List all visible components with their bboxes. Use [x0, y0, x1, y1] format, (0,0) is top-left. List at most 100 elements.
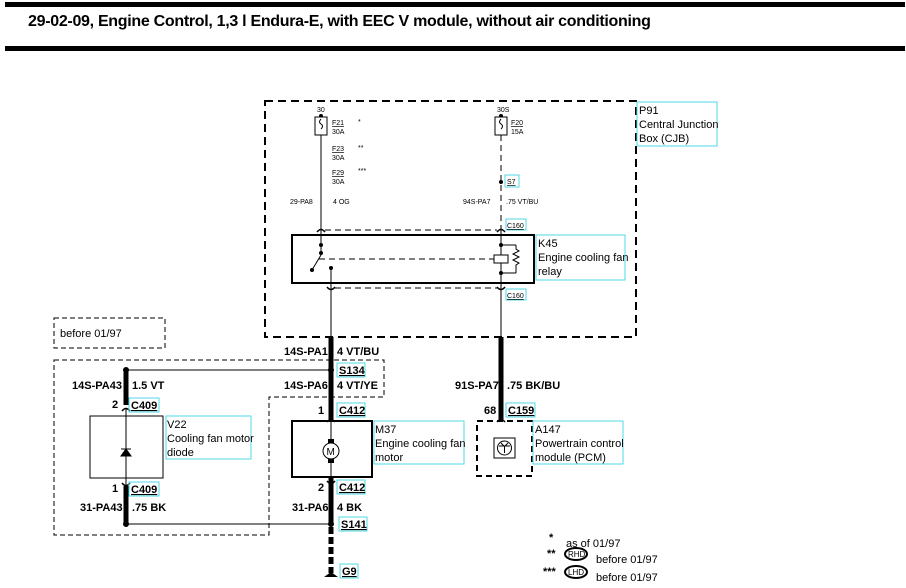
wire-14spa6-spec: 4 VT/YE	[337, 380, 378, 392]
connector-c409-bottom-pin: 1	[112, 483, 118, 495]
fuse-f29-rating: 30A	[332, 179, 345, 186]
motor-m37-line1: Engine cooling fan	[375, 438, 466, 450]
connector-c412-top-pin: 1	[318, 405, 324, 417]
terminal-30s-label: 30S	[497, 107, 510, 114]
wire-29pa8-spec: 4 OG	[333, 199, 350, 206]
fuse-f21-rating: 30A	[332, 129, 345, 136]
motor-m37-id: M37	[375, 424, 396, 436]
connector-c412-top-label: C412	[339, 405, 365, 417]
legend-text-3: before 01/97	[596, 572, 658, 584]
motor-icon	[322, 442, 340, 460]
pcm-a147-id: A147	[535, 424, 561, 436]
fuse-f23-note: **	[358, 145, 364, 152]
top-rule	[5, 2, 905, 7]
motor-m37-line2: motor	[375, 452, 403, 464]
variant-box-label: before 01/97	[60, 328, 122, 340]
p91-line1: Central Junction	[639, 119, 719, 131]
legend-text-2: before 01/97	[596, 554, 658, 566]
legend-badge-2: RHD	[568, 550, 586, 559]
connector-c159-box[interactable]	[505, 402, 536, 418]
fuse-f23-name: F23	[332, 146, 344, 153]
wire-29pa8-circuit: 29-PA8	[290, 199, 313, 206]
diode-v22-label-box[interactable]	[165, 415, 252, 460]
transistor-icon	[497, 440, 512, 456]
connector-c160-top-box[interactable]	[505, 218, 527, 231]
wire-14spa6-circuit: 14S-PA6	[284, 380, 328, 392]
connector-c160-top-label: C160	[507, 223, 524, 230]
relay-k45-label-box[interactable]	[535, 234, 626, 281]
wire-94spa7-spec: .75 VT/BU	[506, 199, 538, 206]
fuse-f29-note: ***	[358, 168, 366, 175]
connector-c412-bottom-pin: 2	[318, 482, 324, 494]
diode-v22-line2: diode	[167, 447, 194, 459]
connector-c412-bottom-box[interactable]	[336, 479, 366, 495]
wire-31pa6-spec: 4 BK	[337, 502, 362, 514]
legend-badge-3: LHD	[568, 568, 584, 577]
splice-s141-box[interactable]	[338, 516, 368, 532]
connector-c409-bottom-box[interactable]	[128, 481, 160, 497]
splice-s134-box[interactable]	[336, 362, 366, 378]
fuse-f21-name: F21	[332, 120, 344, 127]
legend-mark-1: *	[549, 532, 554, 544]
diode-v22-id: V22	[167, 419, 187, 431]
fuse-f29-name: F29	[332, 170, 344, 177]
splice-s134-label: S134	[339, 365, 366, 377]
legend-mark-3: ***	[543, 566, 557, 578]
motor-m37-label-box[interactable]	[373, 420, 465, 465]
connector-c412-bottom-label: C412	[339, 482, 365, 494]
relay-k45-line1: Engine cooling fan	[538, 252, 629, 264]
diode-v22-line1: Cooling fan motor	[167, 433, 254, 445]
wire-94spa7-circuit: 94S-PA7	[463, 199, 491, 206]
connector-c159-label: C159	[508, 405, 534, 417]
wire-14spa1-circuit: 14S-PA1	[284, 346, 328, 358]
pcm-a147-box	[476, 420, 533, 477]
wire-14spa43-circuit: 14S-PA43	[72, 380, 122, 392]
cjb-boundary	[264, 100, 637, 338]
relay-k45-line2: relay	[538, 266, 562, 278]
connector-c409-top-label: C409	[131, 400, 157, 412]
relay-k45-id: K45	[538, 238, 558, 250]
connector-c160-bottom-box[interactable]	[505, 288, 527, 301]
p91-label-box[interactable]	[636, 101, 718, 147]
splice-s141-dot	[328, 521, 334, 527]
p91-id: P91	[639, 105, 659, 117]
wire-31pa43-spec: .75 BK	[132, 502, 166, 514]
p91-line2: Box (CJB)	[639, 133, 689, 145]
connector-c409-top-box[interactable]	[128, 397, 160, 413]
ground-icon	[324, 572, 338, 577]
legend: * as of 01/97 ** RHD before 01/97 *** LH…	[543, 532, 658, 584]
diode-icon	[120, 448, 132, 457]
fuse-f21-note: *	[358, 119, 361, 126]
motor-symbol: M	[327, 447, 335, 458]
splice-s7-box[interactable]	[504, 174, 520, 188]
pcm-a147-line1: Powertrain control	[535, 438, 624, 450]
ground-g9-label: G9	[342, 566, 357, 578]
fuse-f20-name: F20	[511, 120, 523, 127]
wire-31pa43-circuit: 31-PA43	[80, 502, 123, 514]
relay-switch-blade	[311, 254, 322, 271]
rhd-badge-icon	[564, 547, 588, 561]
pcm-a147-label-box[interactable]	[532, 420, 624, 465]
relay-k45-box	[291, 234, 535, 284]
wire-14spa43-spec: 1.5 VT	[132, 380, 165, 392]
wire-14spa1-spec: 4 VT/BU	[337, 346, 379, 358]
variant-box	[53, 317, 166, 349]
connector-c409-bottom-label: C409	[131, 484, 157, 496]
ground-g9-box[interactable]	[339, 563, 359, 579]
pcm-a147-line2: module (PCM)	[535, 452, 606, 464]
legend-mark-2: **	[547, 548, 556, 560]
fuse-f20-rating: 15A	[511, 129, 524, 136]
wire-91spa7-circuit: 91S-PA7	[455, 380, 499, 392]
connector-c409-top-pin: 2	[112, 399, 118, 411]
fuse-f23-rating: 30A	[332, 155, 345, 162]
relay-coil-icon	[493, 254, 509, 264]
connector-c159-pin: 68	[484, 405, 496, 417]
connector-c412-top-box[interactable]	[336, 402, 366, 418]
lhd-badge-icon	[564, 565, 588, 579]
wire-91spa7-spec: .75 BK/BU	[507, 380, 560, 392]
relay-resistor-icon	[511, 245, 521, 273]
splice-s134-dot	[328, 367, 334, 373]
terminal-30-label: 30	[317, 107, 325, 114]
v22-variant-boundary	[53, 359, 385, 536]
